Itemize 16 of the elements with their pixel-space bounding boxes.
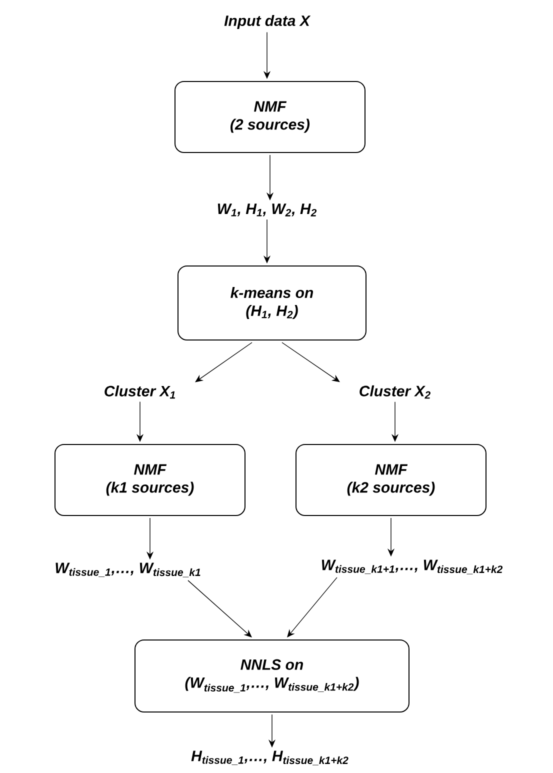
data-label: Cluster X$_{2}$: [360, 385, 430, 399]
process-box: k-means on (H$_{1}$, H$_{2}$): [178, 266, 366, 340]
process-box: NMF (2 sources): [174, 81, 366, 153]
arrow: [287, 577, 338, 638]
arrow: [195, 342, 252, 382]
data-label: $\text{H}_{\text{tissue\_1}}\text{,…, H}_{\text{tissue\_k1+k2}}$: [191, 750, 348, 766]
process-box: NMF (k2 sources): [296, 444, 486, 516]
process-box: NNLS on $\text{(W}_{\text{tissue\_1}}\text{,…, W}_{\text{tissue\_k1+k2}}\text{)}$: [134, 640, 410, 712]
data-label: W$_{1}$, H$_{1}$, W$_{2}$, H$_{2}$: [218, 204, 317, 216]
data-label: $\text{W}_{\text{tissue\_1}}\text{,…, W}_{\text{tissue\_k1}}$: [56, 562, 200, 578]
process-box: NMF (k1 sources): [54, 444, 246, 516]
data-label: Input data X: [224, 15, 311, 29]
data-label: Cluster X$_{1}$: [104, 385, 176, 399]
arrow: [188, 580, 252, 638]
data-label: $\text{W}_{\text{tissue\_k1+1}}\text{,…, W}_{\text{tissue\_k1+k2}}$: [322, 560, 503, 574]
arrow: [282, 342, 340, 382]
